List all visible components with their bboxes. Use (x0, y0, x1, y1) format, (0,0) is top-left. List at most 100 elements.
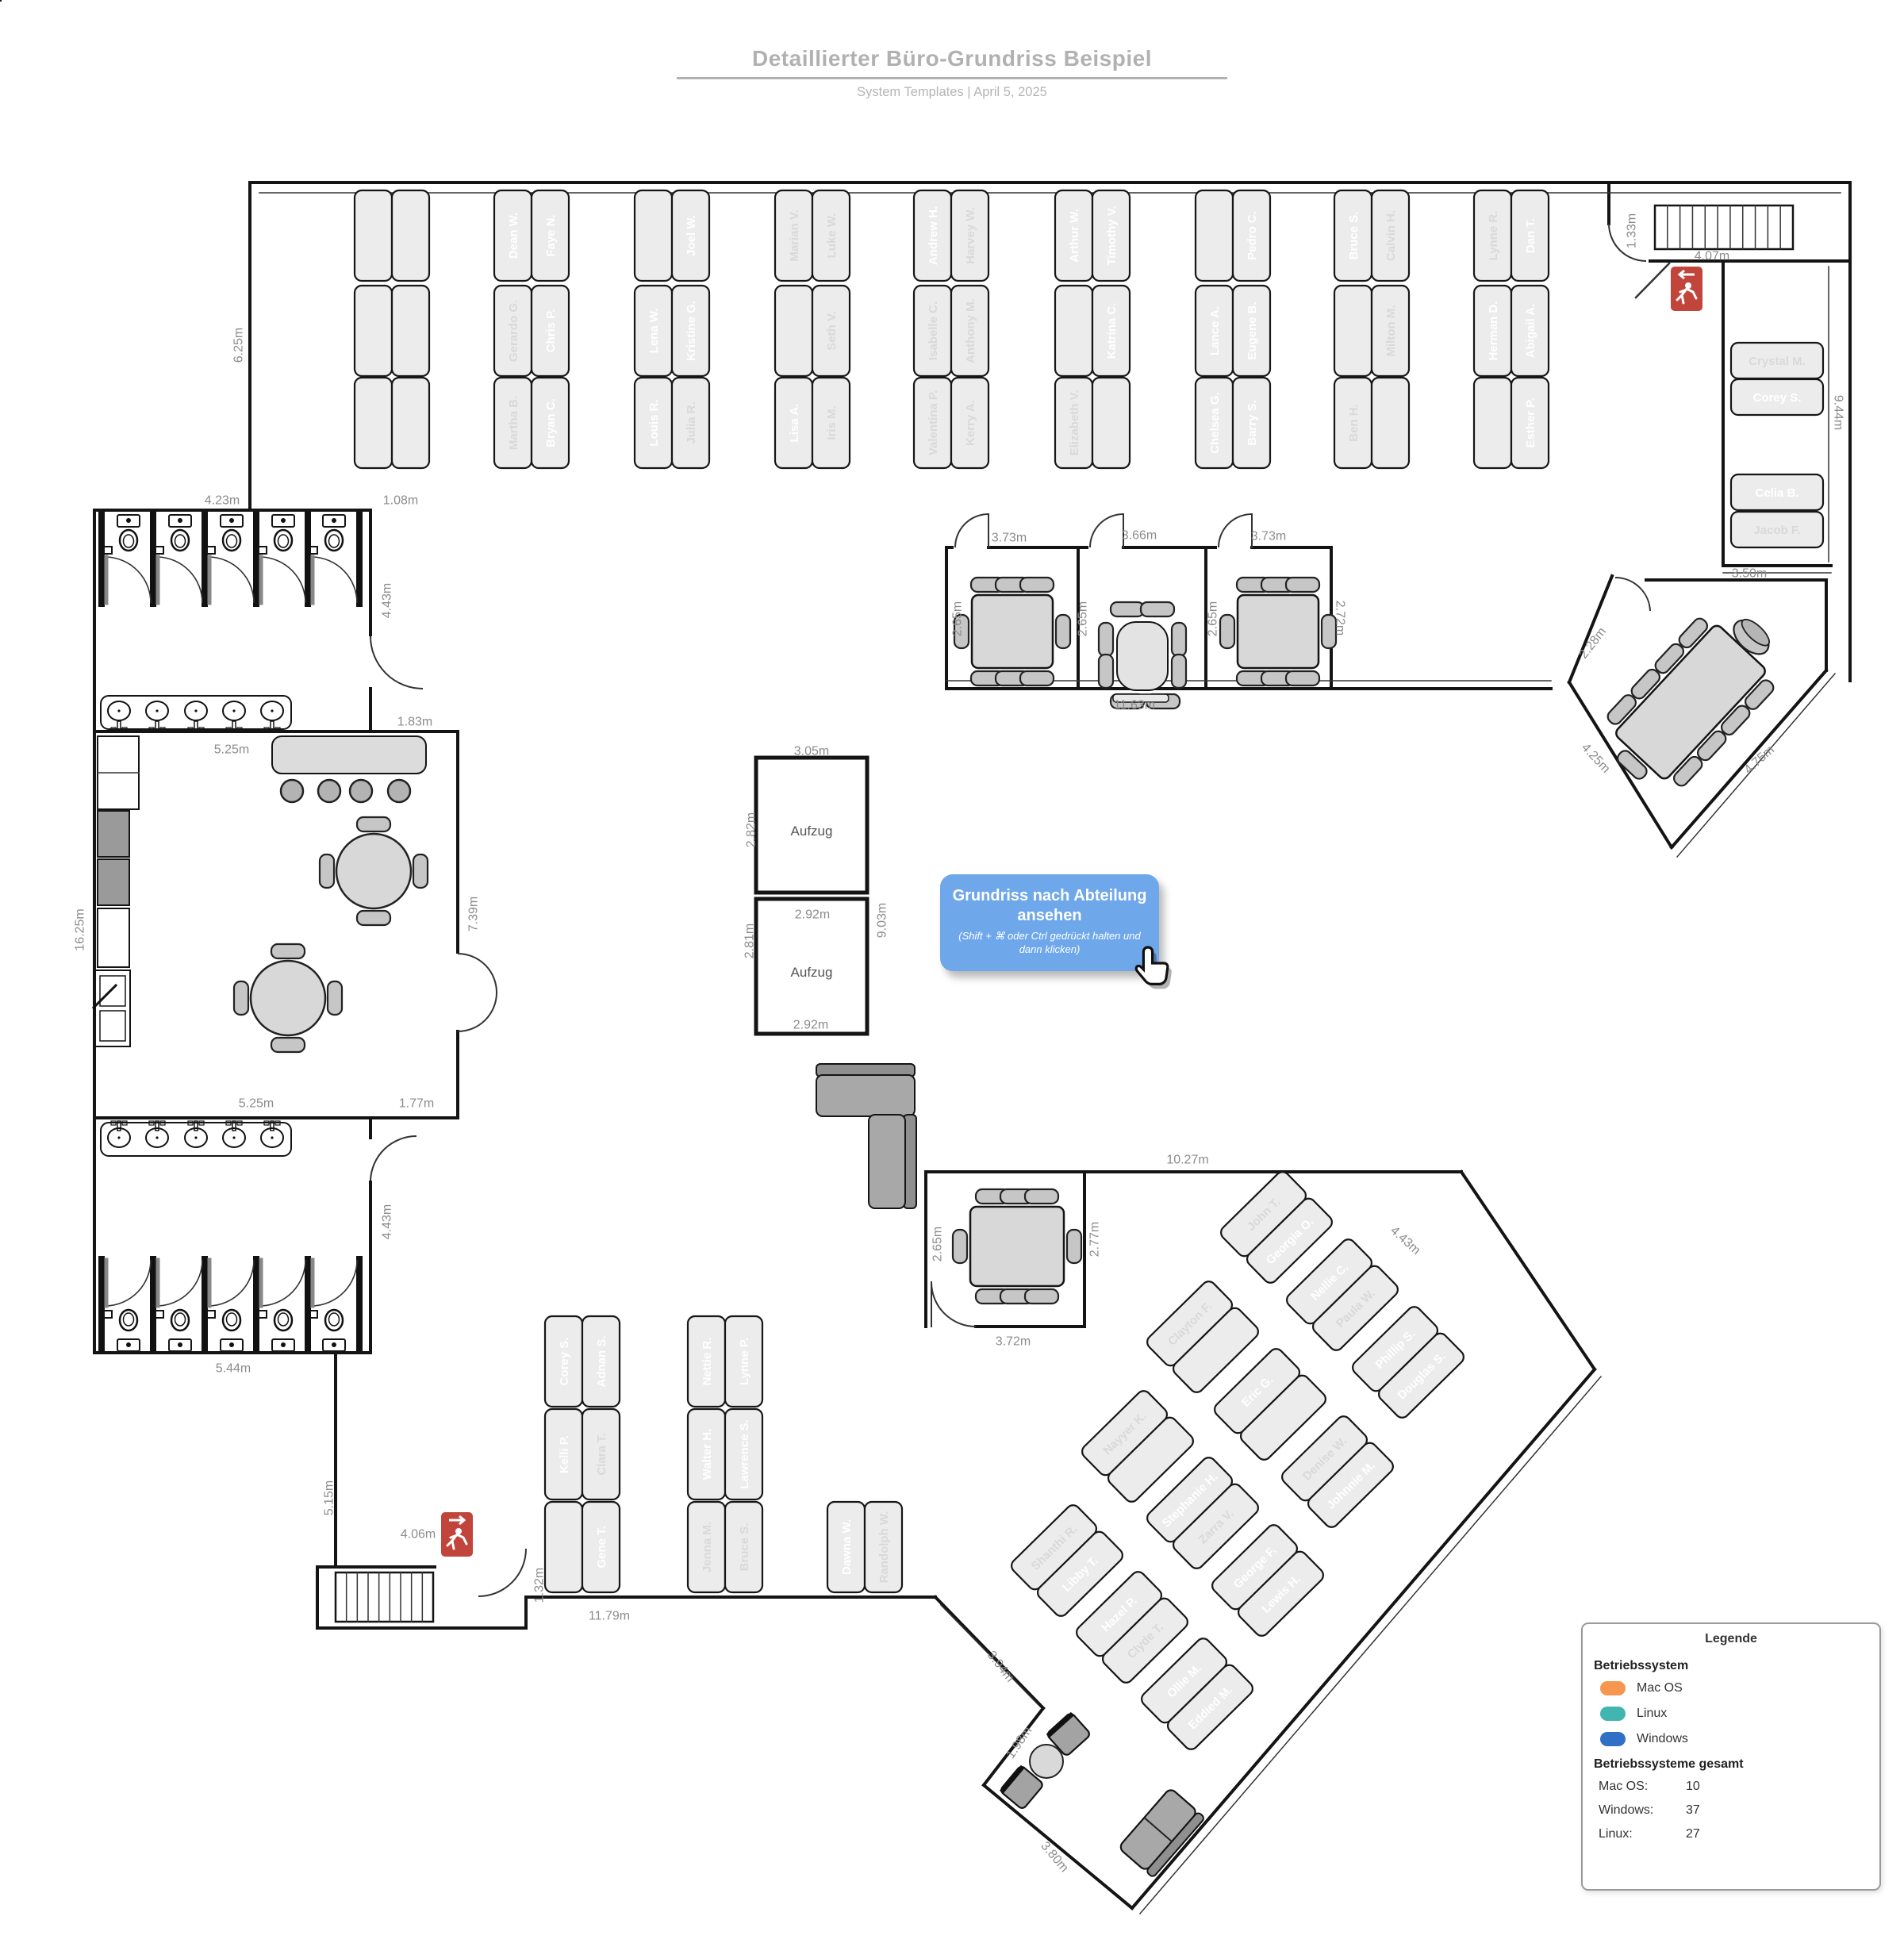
desk[interactable] (1231, 284, 1272, 378)
chair (1219, 613, 1236, 650)
desk[interactable] (1510, 189, 1550, 282)
desk[interactable] (1510, 376, 1550, 470)
desk[interactable] (1100, 1595, 1190, 1685)
round-table (335, 832, 413, 910)
desk[interactable] (1729, 473, 1825, 512)
dimension-label: 9.44m (1831, 395, 1844, 430)
desk[interactable] (1729, 378, 1825, 417)
desk[interactable] (543, 1500, 584, 1594)
desk[interactable] (670, 189, 711, 282)
elevator-shaft[interactable] (754, 755, 869, 895)
desk[interactable] (633, 189, 674, 282)
desk[interactable] (581, 1315, 621, 1408)
desk[interactable] (1244, 1196, 1334, 1285)
desk[interactable] (390, 284, 431, 378)
desk[interactable] (1370, 189, 1411, 282)
desk[interactable] (1091, 189, 1131, 282)
appliance (97, 858, 130, 906)
tap (236, 727, 243, 732)
desk[interactable] (774, 284, 814, 378)
elevator-shaft[interactable] (754, 897, 869, 1036)
desk[interactable] (1170, 1305, 1261, 1395)
desk-name-label: Crystal M. (1749, 355, 1806, 368)
desk-name-label: Marian V. (788, 209, 801, 261)
desk[interactable] (1333, 284, 1373, 378)
desk[interactable] (1091, 376, 1131, 470)
wall (1567, 574, 1614, 685)
legend-item: Mac OS (1600, 1681, 1868, 1695)
armchair-back (999, 1764, 1025, 1794)
dimension-label: 1.33m (1626, 213, 1639, 248)
department-view-tooltip[interactable]: Grundriss nach Abteilung ansehen (Shift … (940, 874, 1172, 989)
desk[interactable] (811, 284, 851, 378)
os-total-label: Windows: (1599, 1803, 1654, 1817)
desk-name-label: Milton M. (1384, 305, 1398, 357)
desk-name-label: Lawrence S. (738, 1419, 751, 1489)
desk[interactable] (353, 376, 393, 470)
desk[interactable] (1091, 284, 1131, 378)
desk[interactable] (1305, 1440, 1395, 1530)
desk[interactable] (811, 189, 851, 282)
desk[interactable] (863, 1500, 904, 1594)
desk-name-label: Lynne R. (1487, 211, 1500, 261)
desk-name-label: Bruce S. (738, 1523, 751, 1572)
desk[interactable] (1472, 376, 1513, 470)
tooltip-hint: (Shift + ⌘ oder Ctrl gedrückt halten und… (958, 930, 1141, 955)
desk[interactable] (1105, 1415, 1196, 1504)
desk[interactable] (724, 1407, 764, 1501)
desk[interactable] (950, 189, 990, 282)
desk[interactable] (390, 376, 431, 470)
chair (1019, 576, 1055, 593)
sofa-seat (868, 1114, 906, 1209)
desk[interactable] (530, 189, 570, 282)
desk[interactable] (1510, 284, 1550, 378)
desk[interactable] (353, 189, 393, 282)
stall-divider (305, 1256, 311, 1351)
desk[interactable] (724, 1500, 764, 1594)
desk[interactable] (950, 376, 990, 470)
desk-name-label: Gerardo G. (507, 300, 520, 362)
faucet (117, 720, 121, 732)
desk[interactable] (1054, 284, 1094, 378)
desk[interactable] (1035, 1529, 1125, 1619)
basin (99, 1010, 126, 1042)
desk[interactable] (390, 189, 431, 282)
desk[interactable] (811, 376, 851, 470)
door-arc (1218, 513, 1253, 548)
dimension-label: 4.23m (205, 494, 240, 508)
staircase[interactable] (1653, 204, 1795, 251)
desk[interactable] (1238, 1373, 1328, 1462)
desk-name-label: Kristine G. (685, 301, 698, 361)
desk[interactable] (581, 1407, 621, 1501)
desk[interactable] (1729, 510, 1825, 549)
door-arc (931, 1281, 977, 1327)
desk[interactable] (581, 1500, 621, 1594)
dimension-label: 4.43m (381, 1204, 394, 1239)
desk[interactable] (1370, 376, 1411, 470)
desk[interactable] (1376, 1331, 1466, 1420)
desk[interactable] (1370, 284, 1411, 378)
desk[interactable] (1310, 1263, 1400, 1353)
faucet (194, 720, 198, 732)
desk[interactable] (670, 284, 711, 378)
desk[interactable] (1194, 189, 1234, 282)
desk[interactable] (1231, 189, 1272, 282)
door-arc (106, 1259, 152, 1307)
wall (1634, 262, 1671, 299)
toilet (322, 1338, 346, 1352)
desk[interactable] (1165, 1662, 1255, 1752)
desk[interactable] (1170, 1481, 1261, 1571)
flush (258, 1310, 267, 1319)
desk[interactable] (1231, 376, 1272, 470)
desk[interactable] (353, 284, 393, 378)
desk[interactable] (670, 376, 711, 470)
staircase[interactable] (334, 1571, 435, 1623)
desk[interactable] (530, 284, 570, 378)
desk[interactable] (950, 284, 990, 378)
desk[interactable] (1235, 1549, 1326, 1638)
desk-name-label: Pedro C. (1246, 211, 1259, 260)
desk[interactable] (724, 1315, 764, 1408)
desk[interactable] (530, 376, 570, 470)
